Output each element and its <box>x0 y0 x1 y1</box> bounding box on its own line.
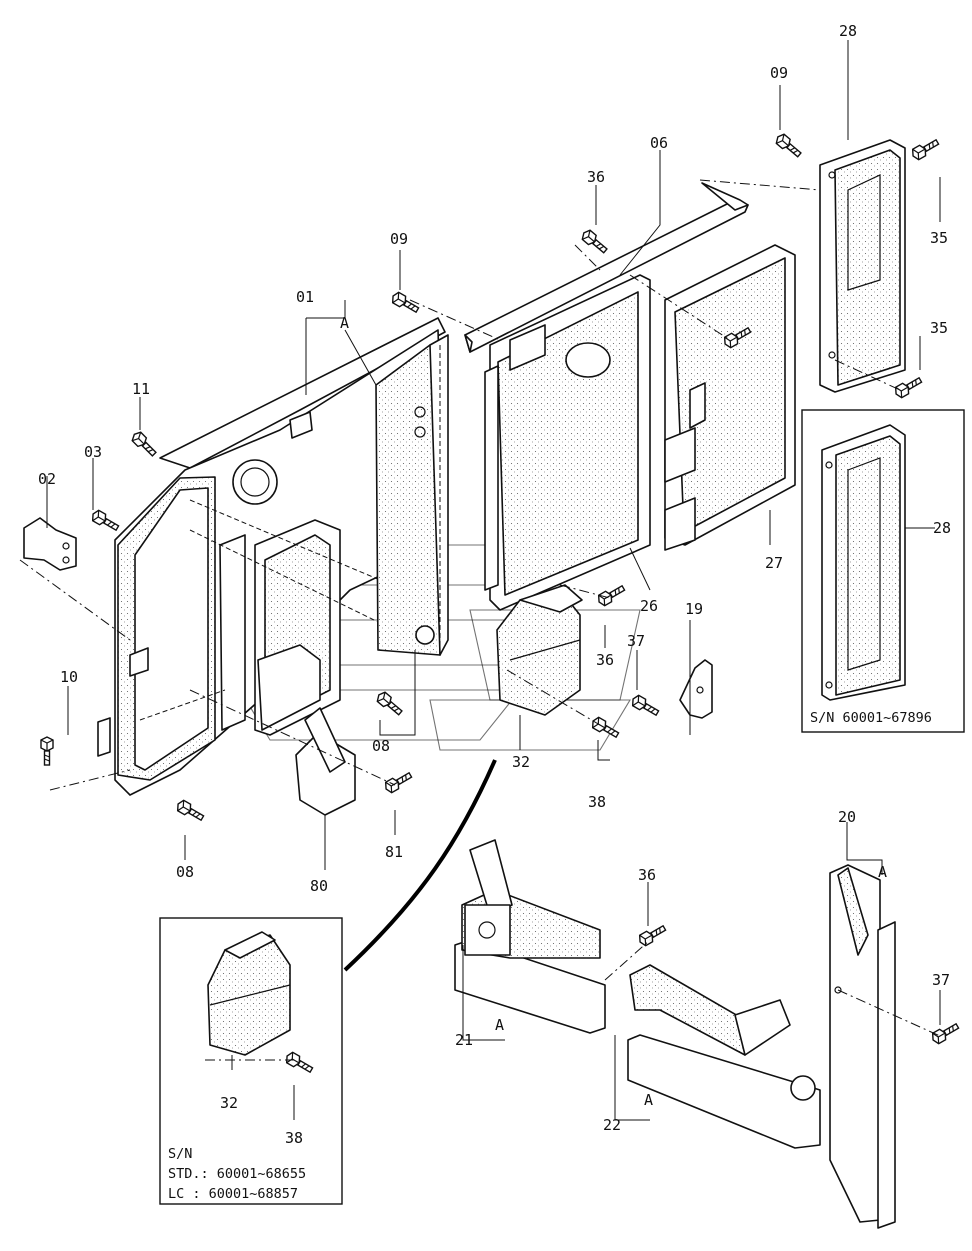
bolt-03 <box>89 508 122 534</box>
label-36-lower: 36 <box>638 866 656 884</box>
inset-left-lc: LC : 60001~68857 <box>168 1186 298 1202</box>
bolt-11 <box>129 429 160 460</box>
label-36-top: 36 <box>587 168 605 186</box>
part-28-cover <box>819 139 906 393</box>
bolt-08-left <box>174 798 207 824</box>
bolt-37-mid <box>629 693 662 719</box>
bolt-38-mid <box>589 715 622 741</box>
inset-left-sn: S/N <box>168 1146 192 1162</box>
part-19-clip <box>679 659 713 719</box>
part-01-main-panel <box>97 317 446 796</box>
label-81: 81 <box>385 843 403 861</box>
label-08-left: 08 <box>176 863 194 881</box>
label-A-21: A <box>495 1016 504 1034</box>
part-32-cover <box>496 584 583 716</box>
bolt-36-top <box>579 227 610 257</box>
part-labels: 01 A 02 03 06 08 08 09 09 10 11 19 20 A … <box>38 22 951 1147</box>
label-08-mid: 08 <box>372 737 390 755</box>
part-21-duct <box>454 839 606 1034</box>
label-38-mid: 38 <box>588 793 606 811</box>
label-21: 21 <box>455 1031 473 1049</box>
part-27-panel <box>664 244 796 551</box>
label-38-inset: 38 <box>285 1129 303 1147</box>
bolt-36-lower <box>636 922 669 948</box>
bolt-38-inset <box>283 1050 316 1076</box>
label-37-mid: 37 <box>627 632 645 650</box>
part-06-rail <box>464 182 749 353</box>
label-27: 27 <box>765 554 783 572</box>
label-32-mid: 32 <box>512 753 530 771</box>
label-20: 20 <box>838 808 856 826</box>
label-01: 01 <box>296 288 314 306</box>
leader-lines <box>46 40 941 1121</box>
label-02: 02 <box>38 470 56 488</box>
bolt-09-top <box>773 131 804 161</box>
label-28-inset: 28 <box>933 519 951 537</box>
label-32-inset: 32 <box>220 1094 238 1112</box>
label-22: 22 <box>603 1116 621 1134</box>
label-A-20: A <box>878 863 887 881</box>
label-35-top: 35 <box>930 229 948 247</box>
label-35-bot: 35 <box>930 319 948 337</box>
label-A-01: A <box>340 314 349 332</box>
part-22-duct <box>627 964 821 1149</box>
inset-left: S/N STD.: 60001~68655 LC : 60001~68857 <box>159 917 343 1205</box>
label-09-top: 09 <box>770 64 788 82</box>
label-11: 11 <box>132 380 150 398</box>
inset-right-serial: S/N 60001~67896 <box>810 710 932 726</box>
part-02-bracket <box>23 517 77 571</box>
part-01-pillar-A <box>375 334 449 656</box>
label-36-mid: 36 <box>596 651 614 669</box>
part-80-bracket <box>295 707 356 816</box>
label-37-lower: 37 <box>932 971 950 989</box>
bolt-37-lower <box>929 1020 962 1046</box>
label-06: 06 <box>650 134 668 152</box>
bolt-35-bot <box>892 374 925 400</box>
alignment-lines <box>19 179 941 1061</box>
label-19: 19 <box>685 600 703 618</box>
label-10: 10 <box>60 668 78 686</box>
label-26: 26 <box>640 597 658 615</box>
label-28-top: 28 <box>839 22 857 40</box>
label-09-mid: 09 <box>390 230 408 248</box>
label-A-22: A <box>644 1091 653 1109</box>
bolt-35-top <box>909 136 942 162</box>
part-20-channel <box>829 864 896 1229</box>
detail-callout-arc <box>343 759 497 972</box>
inset-right: S/N 60001~67896 <box>801 409 965 733</box>
label-80: 80 <box>310 877 328 895</box>
bolt-81 <box>382 769 415 795</box>
part-26-panel <box>484 274 651 611</box>
bolt-10 <box>40 736 54 766</box>
label-03: 03 <box>84 443 102 461</box>
bolt-36-mid <box>595 582 628 608</box>
inset-left-std: STD.: 60001~68655 <box>168 1166 306 1182</box>
bolt-08-mid <box>374 689 405 719</box>
